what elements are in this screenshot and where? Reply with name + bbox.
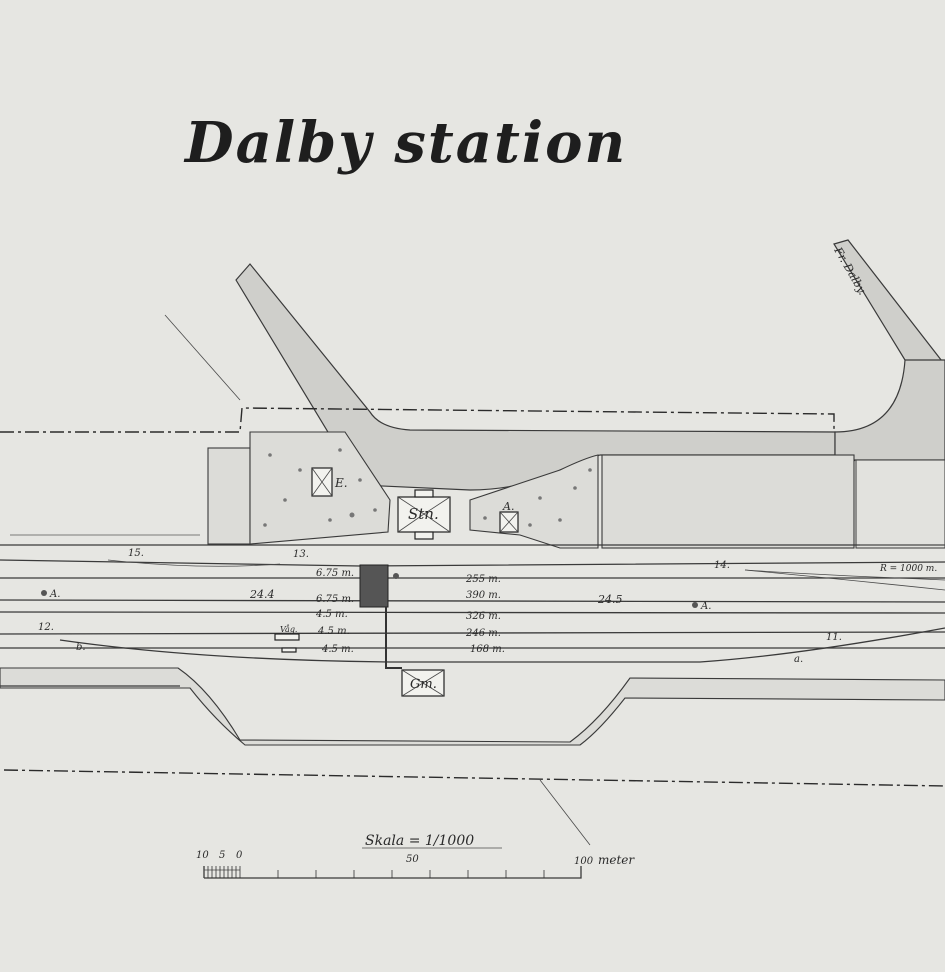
scale-tick-5: 5: [219, 850, 225, 861]
curve-radius: R = 1000 m.: [879, 564, 937, 574]
length-4: 246 m.: [465, 628, 501, 639]
building-e-label: E.: [334, 476, 348, 490]
scale-tick-100: 100: [574, 856, 594, 867]
goods-shed: [359, 564, 445, 697]
length-3: 326 m.: [466, 611, 501, 622]
scale-unit: meter: [598, 853, 635, 867]
mark-b-small: b.: [76, 642, 86, 653]
scale-text: Skala = 1/1000: [365, 833, 474, 849]
scale-bar: [203, 866, 582, 879]
mark-a-left: A.: [49, 589, 60, 600]
boundary-line-upper: [0, 407, 835, 433]
station-building: [397, 489, 451, 540]
spacing-2: 6.75 m.: [316, 594, 354, 605]
switch-14: 14.: [714, 560, 730, 571]
goods-shed-label: Gm.: [410, 677, 437, 692]
spacing-4: 4.5 m.: [317, 626, 350, 637]
weighbridge-label: Våg.: [280, 625, 297, 634]
scale-tick-0: 0: [236, 850, 243, 861]
freight-platform-area: [0, 667, 945, 746]
building-a: [499, 511, 519, 533]
building-a-label: A.: [502, 500, 514, 513]
station-yards: [207, 431, 945, 549]
switch-15: 15.: [128, 548, 144, 559]
plan-title: Dalby station: [183, 110, 627, 176]
mark-a-right: A.: [700, 601, 711, 612]
switch-13: 13.: [293, 549, 309, 560]
mark-a-small: a.: [794, 654, 803, 665]
length-2: 390 m.: [466, 590, 501, 601]
elevation-right: 24.5: [597, 593, 623, 606]
access-roads: [235, 239, 945, 491]
length-5: 168 m.: [470, 644, 505, 655]
scale-tick-50: 50: [406, 854, 419, 865]
switch-11: 11.: [826, 632, 842, 643]
weighbridge: [274, 633, 300, 653]
spacing-1: 6.75 m.: [316, 568, 354, 579]
station-building-label: Stn.: [408, 505, 439, 523]
elevation-left: 24.4: [249, 588, 275, 601]
fence-marks: [10, 534, 945, 546]
switch-12: 12.: [38, 622, 54, 633]
length-1: 255 m.: [465, 574, 501, 585]
spacing-5: 4.5 m.: [321, 644, 354, 655]
spacing-3: 4.5 m.: [315, 609, 348, 620]
boundary-line-lower: [3, 769, 945, 787]
scale-tick-10: 10: [196, 850, 209, 861]
building-e: [311, 467, 333, 497]
